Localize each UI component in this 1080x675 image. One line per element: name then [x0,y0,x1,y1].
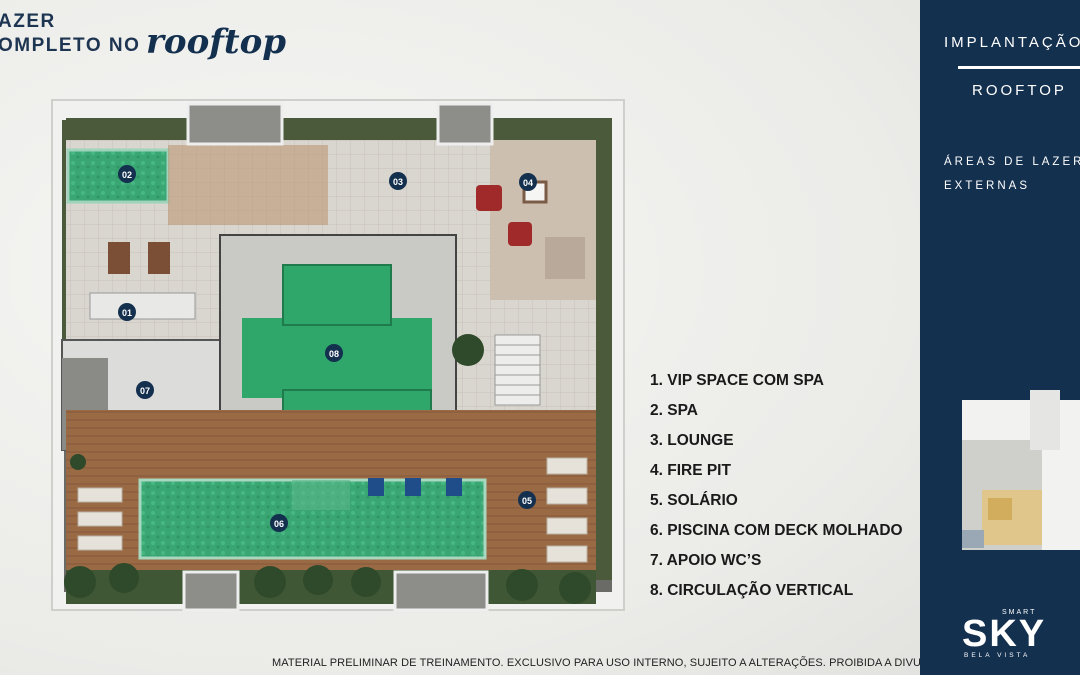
legend-item: 3. LOUNGE [650,432,734,449]
legend-item: 6. PISCINA COM DECK MOLHADO [650,522,903,539]
sidebar-title: IMPLANTAÇÃO [944,34,1080,51]
brand-smart: SMART [1002,609,1037,616]
pergola [168,145,328,225]
legend-item: 8. CIRCULAÇÃO VERTICAL [650,582,854,599]
marker-05: 05 [518,491,536,509]
marker-label-02: 02 [122,170,132,180]
marker-01: 01 [118,303,136,321]
marker-06: 06 [270,514,288,532]
marker-label-01: 01 [122,308,132,318]
sidebar-areas: ÁREAS DE LAZER EXTERNAS [944,150,1080,198]
site-map-thumbnail [962,390,1080,550]
marker-04: 04 [519,173,537,191]
legend-item: 4. FIRE PIT [650,462,731,479]
sofa [545,237,585,279]
legend-list: 1. VIP SPACE COM SPA 2. SPA 3. LOUNGE 4.… [650,370,903,610]
areas-line-2: EXTERNAS [944,180,1030,192]
marker-label-04: 04 [523,178,533,188]
column-bottom-right [393,570,489,612]
planter-top [66,118,612,140]
column-bottom-left [182,570,240,612]
sun-loungers [77,457,588,563]
dining-tables [108,242,170,274]
wet-deck [292,480,350,510]
bar-counter [89,292,196,320]
planter-right [596,140,612,580]
legend-item: 7. APOIO WC’S [650,552,762,569]
marker-02: 02 [118,165,136,183]
marker-label-06: 06 [274,519,284,529]
title-line-2: OMPLETO NO [0,35,141,56]
marker-label-07: 07 [140,386,150,396]
brand-subtitle: BELA VISTA [964,652,1031,659]
rooftop-floor-plan: 01 02 03 04 05 06 07 08 [51,99,625,612]
sidebar-divider [958,66,1080,69]
page-title: AZER OMPLETO NO rooftop [0,10,286,59]
sidebar-subtitle: ROOFTOP [972,82,1067,99]
marker-03: 03 [389,172,407,190]
legend-item: 5. SOLÁRIO [650,492,738,509]
marker-07: 07 [136,381,154,399]
marker-label-05: 05 [522,496,532,506]
deck-chairs [368,478,462,496]
footer-disclaimer: MATERIAL PRELIMINAR DE TREINAMENTO. EXCL… [272,657,971,669]
column-top-right [436,102,494,146]
palm-trees [64,334,591,604]
legend-item: 1. VIP SPACE COM SPA [650,372,824,389]
areas-line-1: ÁREAS DE LAZER [944,156,1080,168]
legend-item: 2. SPA [650,402,698,419]
marker-label-03: 03 [393,177,403,187]
marker-label-08: 08 [329,349,339,359]
elevator-top [282,264,392,326]
title-script: rooftop [146,22,287,62]
stairs [494,334,541,406]
column-top-left [186,102,284,146]
spa-pool [66,148,170,204]
marker-08: 08 [325,344,343,362]
title-line-1: AZER [0,11,56,32]
brand-logo: SKY [962,613,1047,655]
sidebar-panel: IMPLANTAÇÃO ROOFTOP ÁREAS DE LAZER EXTER… [920,0,1080,675]
lounge-chairs [476,185,532,246]
